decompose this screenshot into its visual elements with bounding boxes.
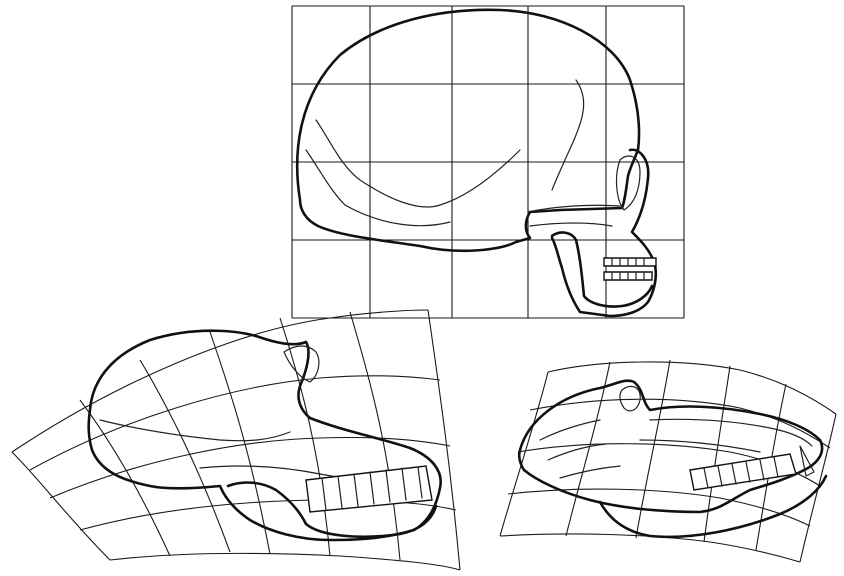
human-skull-panel (292, 6, 684, 318)
human-coronal-suture (552, 80, 584, 190)
chimpanzee-distorted-grid (12, 310, 460, 570)
human-cranium-outline (297, 10, 639, 251)
human-squamosal-suture (316, 120, 520, 207)
baboon-muzzle-lines (640, 419, 812, 452)
baboon-orbit (620, 386, 640, 410)
baboon-cranial-crest (540, 420, 620, 478)
chimpanzee-temporal-line (100, 420, 290, 441)
human-mandible (552, 233, 652, 307)
baboon-teeth (690, 454, 796, 490)
chimpanzee-brow-ridge (284, 346, 319, 382)
baboon-skull-panel (500, 360, 836, 562)
chimpanzee-skull-panel (12, 310, 460, 570)
human-cartesian-grid (292, 6, 684, 318)
human-lambdoid-suture (306, 150, 450, 226)
